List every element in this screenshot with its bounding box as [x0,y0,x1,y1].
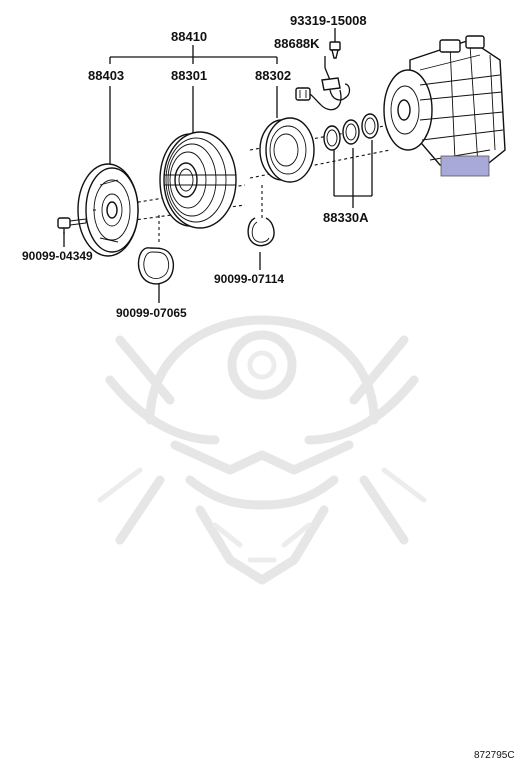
footer-code: 872795C [474,750,515,761]
label-bolt: 90099-04349 [22,249,93,263]
shims-part [323,113,379,151]
wire-part [295,77,351,111]
snap-ring-part [247,217,275,247]
label-assembly: 88410 [171,29,207,44]
hub-part [77,163,139,257]
label-snap-ring: 90099-07114 [214,272,284,286]
label-bolt-top: 93319-15008 [290,13,367,28]
bolt-part [57,217,87,234]
pulley-part [159,131,237,229]
label-hub: 88403 [88,68,124,83]
watermark-emblem [97,315,427,585]
highlight-box [440,155,490,177]
label-shims: 88330A [323,210,369,225]
coil-part [259,117,315,183]
label-wire: 88688K [274,36,320,51]
label-ring-large: 90099-07065 [116,306,187,320]
ring-large-part [137,247,175,285]
bolt-top-part [329,41,341,59]
label-coil: 88302 [255,68,291,83]
label-pulley: 88301 [171,68,207,83]
compressor-part [383,35,506,171]
